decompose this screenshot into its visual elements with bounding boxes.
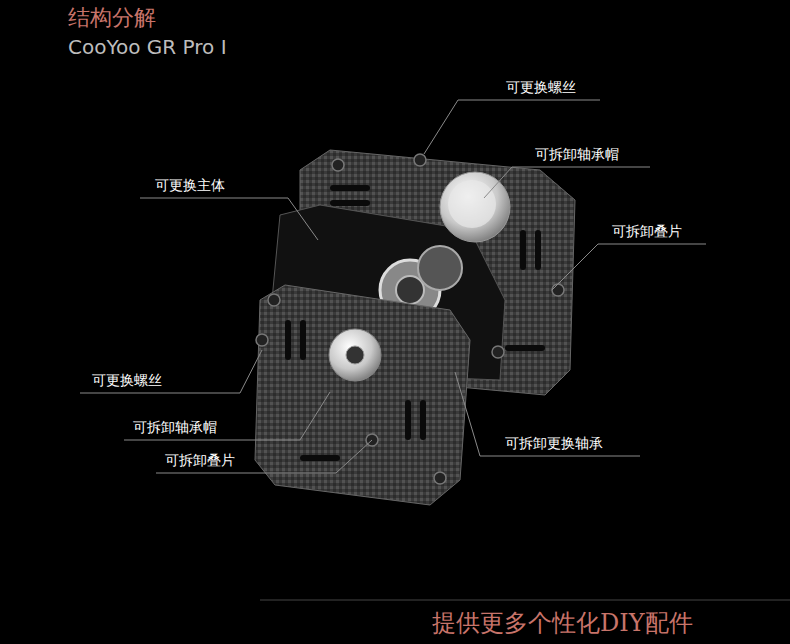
part-name: 可更换螺丝 <box>92 371 162 389</box>
front-plate <box>255 285 470 505</box>
footer-rule <box>260 600 790 601</box>
part-name: 可更换螺丝 <box>506 78 576 96</box>
bearing-inner <box>396 276 424 304</box>
part-name: 可拆卸轴承帽 <box>133 418 217 436</box>
plate-slots <box>285 320 426 461</box>
part-name: 可拆卸更换轴承 <box>505 434 603 452</box>
model-name: CooYoo GR Pro I <box>68 34 227 60</box>
part-name: 可拆卸轴承帽 <box>535 145 619 163</box>
screws <box>256 154 564 484</box>
leader-lines <box>80 100 706 473</box>
front-cap-hole <box>346 346 364 364</box>
part-name: 可拆卸叠片 <box>612 222 682 240</box>
slogan: 提供更多个性化DIY配件 <box>432 608 693 639</box>
part-name: 可拆卸叠片 <box>165 451 235 469</box>
bearing-back <box>418 246 462 290</box>
front-cap <box>329 329 381 381</box>
bearing-cap-top <box>448 180 496 228</box>
bearing-cap <box>440 172 510 242</box>
part-name: 可更换主体 <box>155 176 225 194</box>
page-title: 结构分解 <box>68 4 156 33</box>
